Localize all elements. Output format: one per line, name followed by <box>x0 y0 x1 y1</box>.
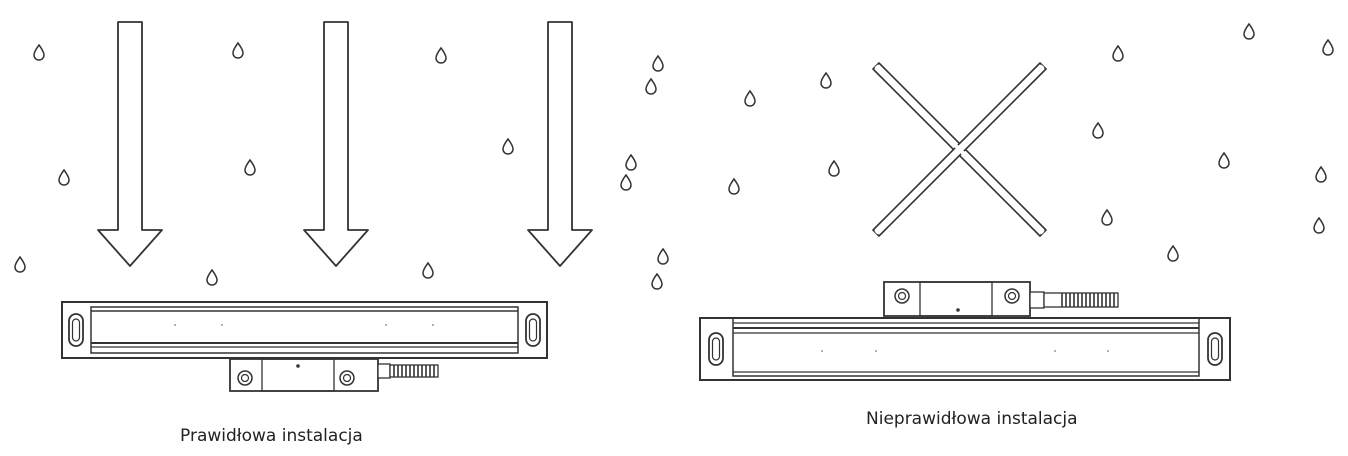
incorrect-installation-panel <box>620 23 1334 381</box>
water-drop-icon <box>1243 23 1255 40</box>
water-drop-icon <box>1218 152 1230 169</box>
incorrect-installation-caption: Nieprawidłowa instalacja <box>866 409 1078 429</box>
water-drop-icon <box>652 55 664 72</box>
water-drop-icon <box>820 72 832 89</box>
water-drop-icon <box>728 178 740 195</box>
x-mark-icon <box>872 62 1047 237</box>
water-drop-icon <box>620 174 632 191</box>
water-drop-icon <box>422 262 434 279</box>
water-drop-icon <box>1167 245 1179 262</box>
screw-icon <box>1004 288 1020 304</box>
down-arrows <box>97 21 593 267</box>
water-drop-icon <box>14 256 26 273</box>
down-arrow-icon <box>303 21 369 267</box>
reading-head <box>883 281 1119 317</box>
water-drop-icon <box>651 273 663 290</box>
down-arrow-icon <box>527 21 593 267</box>
correct-installation-panel <box>14 21 593 392</box>
cable-icon <box>1043 292 1119 308</box>
water-drop-icon <box>1112 45 1124 62</box>
water-drop-icon <box>744 90 756 107</box>
water-drop-icon <box>1322 39 1334 56</box>
screw-icon <box>237 370 253 386</box>
water-drops-right <box>620 23 1334 290</box>
down-arrow-icon <box>97 21 163 267</box>
water-drop-icon <box>58 169 70 186</box>
water-drop-icon <box>206 269 218 286</box>
water-drop-icon <box>232 42 244 59</box>
water-drop-icon <box>244 159 256 176</box>
water-drop-icon <box>502 138 514 155</box>
water-drop-icon <box>435 47 447 64</box>
cable-icon <box>389 364 439 378</box>
linear-scale-incorrect <box>699 281 1231 381</box>
reading-head <box>229 358 439 392</box>
water-drop-icon <box>657 248 669 265</box>
water-drop-icon <box>1315 166 1327 183</box>
water-drop-icon <box>1101 209 1113 226</box>
screw-icon <box>339 370 355 386</box>
correct-installation-caption: Prawidłowa instalacja <box>180 426 363 446</box>
water-drops-left <box>14 42 514 286</box>
linear-scale-correct <box>61 301 548 392</box>
water-drop-icon <box>1313 217 1325 234</box>
water-drop-icon <box>625 154 637 171</box>
water-drop-icon <box>1092 122 1104 139</box>
water-drop-icon <box>645 78 657 95</box>
screw-icon <box>894 288 910 304</box>
water-drop-icon <box>33 44 45 61</box>
water-drop-icon <box>828 160 840 177</box>
